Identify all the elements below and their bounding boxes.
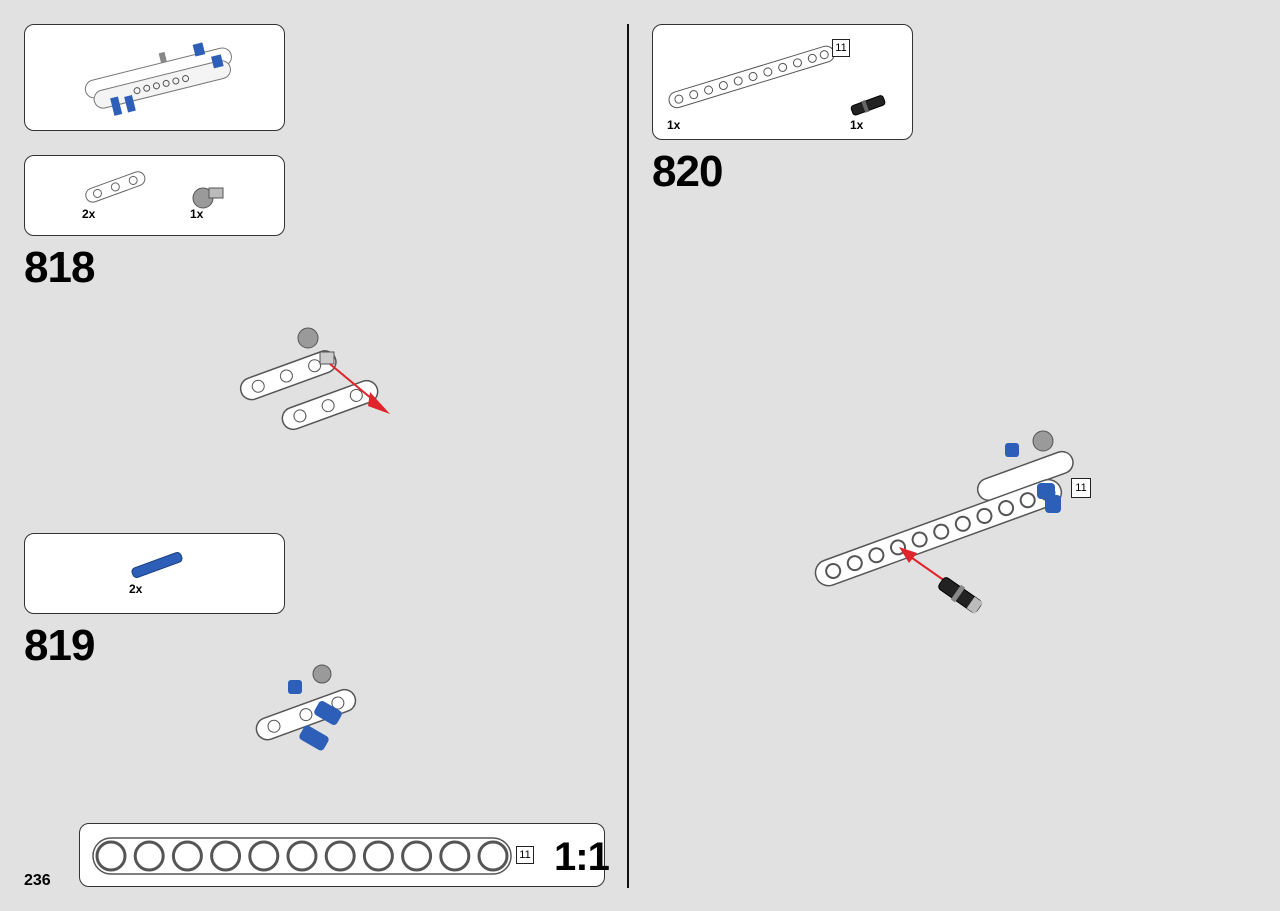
ruler-hole [439,840,471,872]
length-callout: 11 [1071,478,1091,498]
submodel-preview-icon [84,42,232,116]
scale-label: 1:1 [554,835,610,879]
part-qty: 2x [82,207,96,221]
length-label: 11 [516,846,534,864]
step-number: 818 [24,243,95,292]
pin-black-icon [850,95,886,116]
page-divider [627,24,629,888]
connector-gray-icon [192,187,224,209]
part-qty: 1x [667,118,681,132]
liftarm-11-ruler-icon [92,837,512,875]
assembly-819-icon [255,664,357,751]
length-label: 11 [832,39,850,57]
scale-ruler-box: 11 1:1 [79,823,610,887]
assembly-820-icon [814,430,1074,614]
ruler-hole [210,840,242,872]
ruler-hole [286,840,318,872]
parts-list-819: 2x [24,533,285,614]
page-number: 236 [24,872,51,889]
parts-list-818: 2x 1x [24,155,285,236]
liftarm-11-icon [668,45,835,109]
ruler-hole [133,840,165,872]
ruler-hole [324,840,356,872]
liftarm-3-icon [85,171,146,203]
pin-blue-long-icon [131,552,183,578]
ruler-hole [95,840,127,872]
part-qty: 2x [129,582,143,596]
part-qty: 1x [850,118,864,132]
parts-list-820: 11 1x 1x [652,24,913,140]
ruler-hole [171,840,203,872]
ruler-hole [248,840,280,872]
ruler-hole [477,840,509,872]
part-qty: 1x [190,207,204,221]
submodel-preview-box [24,24,285,131]
ruler-hole [401,840,433,872]
ruler-hole [362,840,394,872]
assembly-818-icon [239,327,390,431]
step-number: 819 [24,621,95,670]
step-number: 820 [652,147,723,196]
